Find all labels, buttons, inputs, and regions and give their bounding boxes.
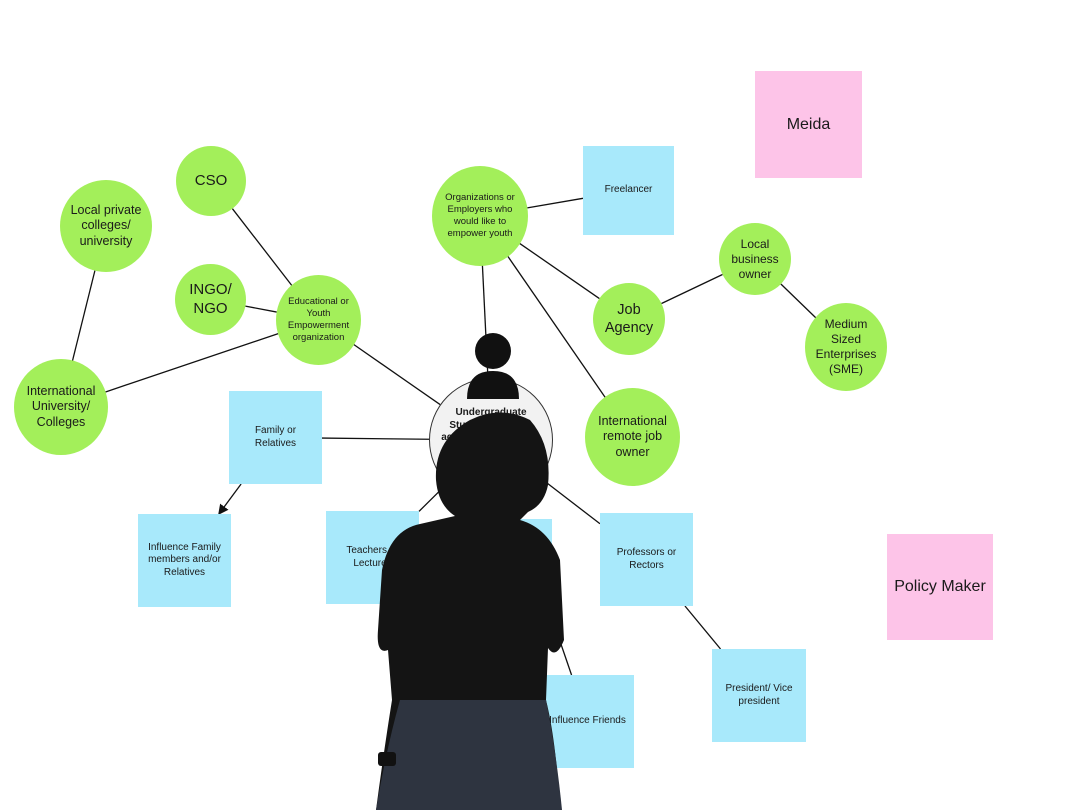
user-icon <box>467 333 519 399</box>
node-educational-youth-org[interactable]: Educational or Youth Empowerment organiz… <box>276 275 361 365</box>
edge-orgs-intl_remote <box>506 255 607 399</box>
edge-family-student <box>321 437 430 440</box>
edge-local_private-intl_univ <box>71 270 96 362</box>
edge-intl_univ-edu_youth <box>105 332 279 393</box>
node-ingo-ngo[interactable]: INGO/ NGO <box>175 264 246 335</box>
node-freelancer[interactable]: Freelancer <box>583 146 674 235</box>
node-policy-maker[interactable]: Policy Maker <box>887 534 993 640</box>
edge-cso-edu_youth <box>231 208 294 287</box>
edge-ingo-edu_youth <box>245 305 277 313</box>
node-sme[interactable]: Medium Sized Enterprises (SME) <box>805 303 887 391</box>
edge-family-influence_family <box>218 483 242 516</box>
node-cso[interactable]: CSO <box>176 146 246 216</box>
edge-orgs-job_agency <box>519 242 600 300</box>
node-professors-rectors[interactable]: Professors or Rectors <box>600 513 693 606</box>
node-local-private-colleges[interactable]: Local private colleges/ university <box>60 180 152 272</box>
node-international-university[interactable]: International University/ Colleges <box>14 359 108 455</box>
node-influence-friends[interactable]: Influence Friends <box>541 675 634 768</box>
node-international-remote-job-owner[interactable]: International remote job owner <box>585 388 680 486</box>
node-meida[interactable]: Meida <box>755 71 862 178</box>
edge-professors-student <box>539 477 601 525</box>
node-local-business-owner[interactable]: Local business owner <box>719 223 791 295</box>
node-influence-family[interactable]: Influence Family members and/or Relative… <box>138 514 231 607</box>
edge-job_agency-local_biz <box>661 273 723 305</box>
node-organizations-employers[interactable]: Organizations or Employers who would lik… <box>432 166 528 266</box>
edge-orgs-freelancer <box>527 197 584 209</box>
node-president[interactable]: President/ Vice president <box>712 649 806 742</box>
edge-local_biz-sme <box>780 283 817 319</box>
edge-edu_youth-student <box>353 343 441 406</box>
node-job-agency[interactable]: Job Agency <box>593 283 665 355</box>
edge-professors-president <box>684 605 722 650</box>
node-family-relatives[interactable]: Family or Relatives <box>229 391 322 484</box>
